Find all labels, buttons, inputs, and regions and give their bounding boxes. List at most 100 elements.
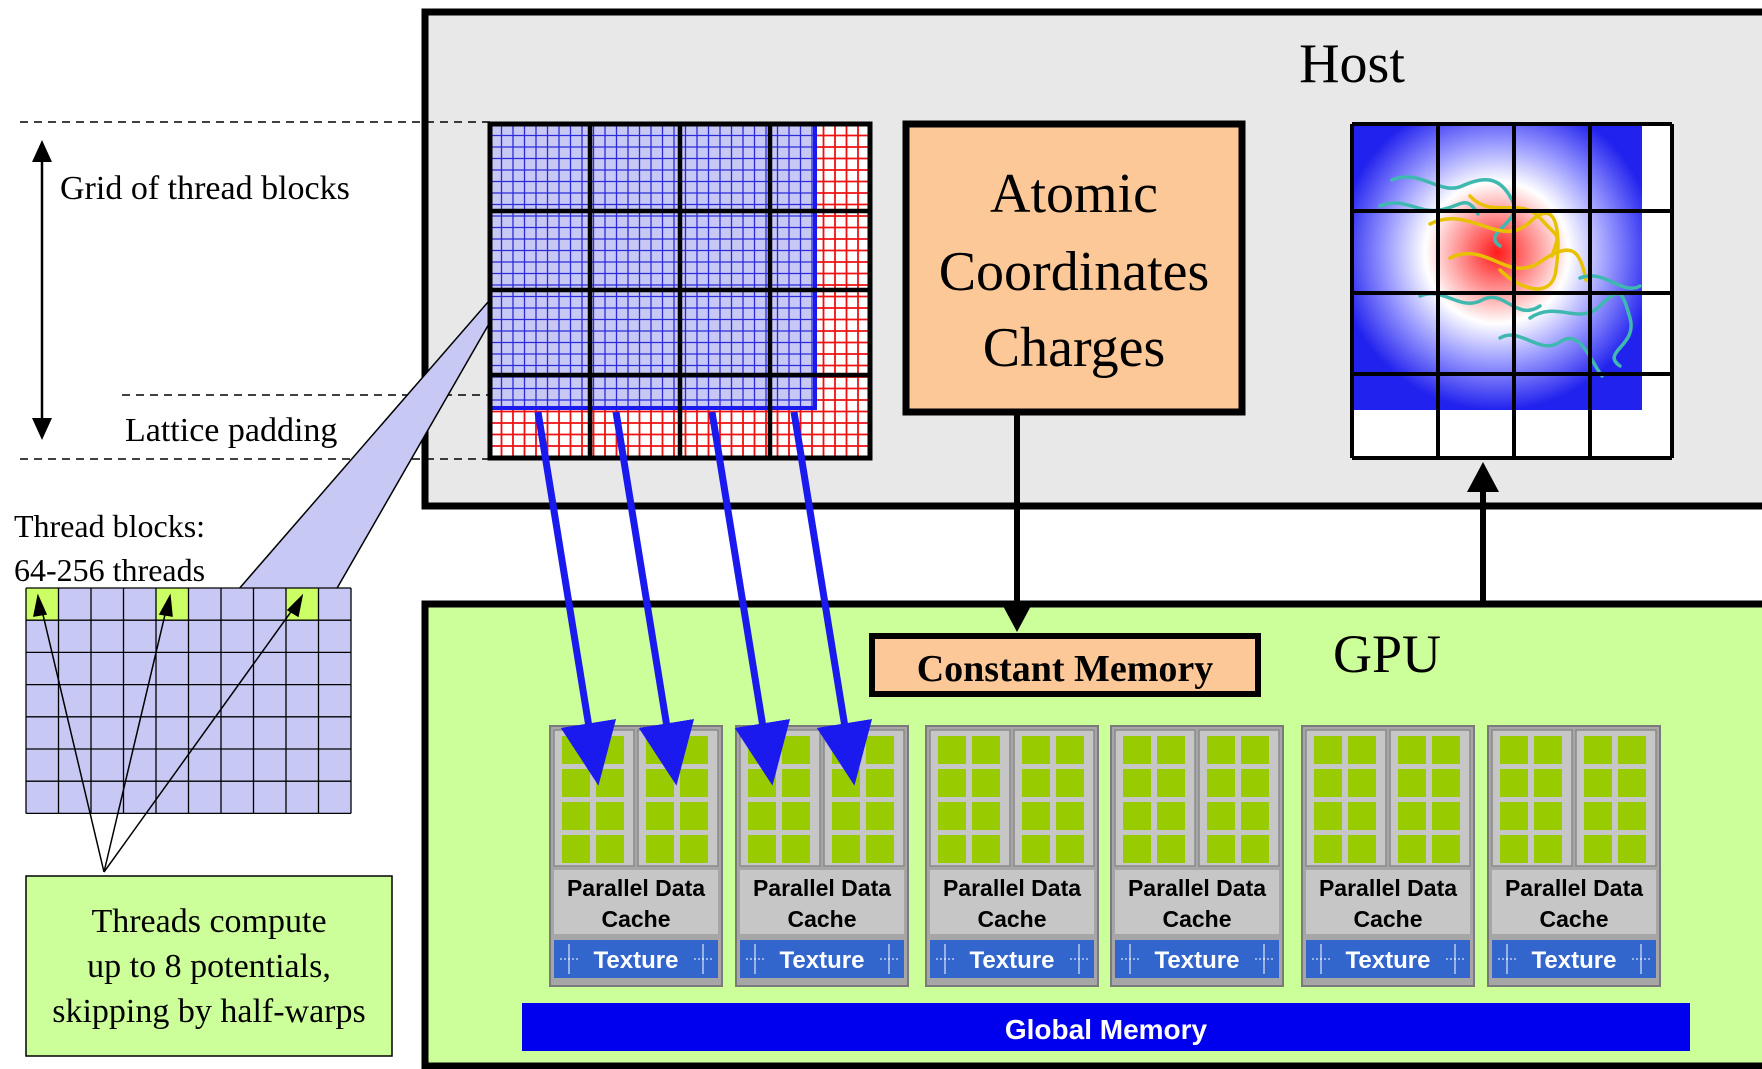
core-unit [1056,736,1084,764]
gpu-label: GPU [1333,624,1441,684]
core-unit [1500,802,1528,830]
core-unit [782,736,810,764]
molecule-strands [1378,175,1642,378]
core-unit [1534,769,1562,797]
core-unit [938,802,966,830]
core-unit [680,835,708,863]
core-unit [596,736,624,764]
texture-unit [1306,940,1470,978]
molecule-strand [1428,211,1560,291]
parallel-data-cache-label: Parallel Data [753,875,891,901]
core-unit [1123,802,1151,830]
grid-extent-arrow [32,140,52,440]
threads-note-box: Threads compute up to 8 potentials, skip… [25,875,393,1057]
core-unit [938,736,966,764]
core-unit [832,802,860,830]
core-unit [1348,769,1376,797]
parallel-data-cache-label: Parallel Data [567,875,705,901]
up-arrow-icon [286,593,304,618]
core-unit [1022,769,1050,797]
parallel-data-cache-label: Parallel Data [1319,875,1457,901]
core-unit [1241,769,1269,797]
core-unit [1584,802,1612,830]
core-unit [1398,802,1426,830]
down-arrow-icon [1002,604,1032,632]
thread-blocks-label-1: Thread blocks: [14,508,205,544]
core-unit [1348,802,1376,830]
core-unit [748,802,776,830]
texture-unit [1492,940,1656,978]
texture-unit [554,940,718,978]
core-unit [1157,835,1185,863]
core-unit [748,769,776,797]
dispatch-arrow [708,411,791,786]
thread-pointers [33,593,304,873]
core-unit [1022,835,1050,863]
core-unit [1207,736,1235,764]
grid-of-thread-blocks-label: Grid of thread blocks [60,170,350,207]
down-arrow-icon [32,418,52,440]
core-unit [1056,769,1084,797]
core-unit [596,835,624,863]
core-unit [1207,769,1235,797]
core-unit [1157,769,1185,797]
parallel-data-cache-label: Parallel Data [1128,875,1266,901]
cache-label: Cache [1162,906,1231,932]
constant-memory-box: Constant Memory [869,633,1261,697]
molecule-strand [1390,175,1516,248]
thread-block-zoom [25,587,352,815]
core-unit [1534,802,1562,830]
potential-map [1350,122,1674,460]
constant-memory-label: Constant Memory [917,648,1214,690]
molecule-strand [1578,274,1642,290]
lattice-grid [487,121,873,461]
cache-label: Cache [601,906,670,932]
texture-label: Texture [780,947,865,974]
core-unit [1157,736,1185,764]
core-unit [1584,736,1612,764]
texture-unit [930,940,1094,978]
core-unit [866,835,894,863]
atomic-line-2: Coordinates [939,241,1210,303]
core-unit [680,736,708,764]
lattice-to-sm-arrows [534,411,873,786]
core-unit [782,835,810,863]
atomic-line-1: Atomic [990,163,1158,225]
atomic-to-constant-arrow [1002,412,1032,632]
core-unit [1398,769,1426,797]
core-unit [646,802,674,830]
core-unit [972,835,1000,863]
core-unit [680,802,708,830]
core-unit [1432,835,1460,863]
core-unit [832,835,860,863]
core-unit [1398,736,1426,764]
texture-label: Texture [970,947,1055,974]
texture-label: Texture [1155,947,1240,974]
up-arrow-icon [158,593,173,617]
core-unit [562,736,590,764]
core-unit [1241,802,1269,830]
dispatch-arrow [534,411,617,786]
parallel-data-cache-label: Parallel Data [943,875,1081,901]
dispatch-arrow [790,411,873,786]
core-unit [1500,769,1528,797]
up-arrow-icon [33,593,48,617]
core-unit [1618,802,1646,830]
core-unit [866,802,894,830]
core-unit [1398,835,1426,863]
core-unit [1056,835,1084,863]
core-unit [1618,736,1646,764]
core-unit [972,769,1000,797]
gpu-to-map-arrow [1467,462,1499,604]
lattice-interior [490,124,815,408]
core-unit [938,835,966,863]
core-unit [1584,835,1612,863]
core-unit [1056,802,1084,830]
core-unit [1584,769,1612,797]
host-label: Host [1299,33,1405,95]
texture-unit [1115,940,1279,978]
